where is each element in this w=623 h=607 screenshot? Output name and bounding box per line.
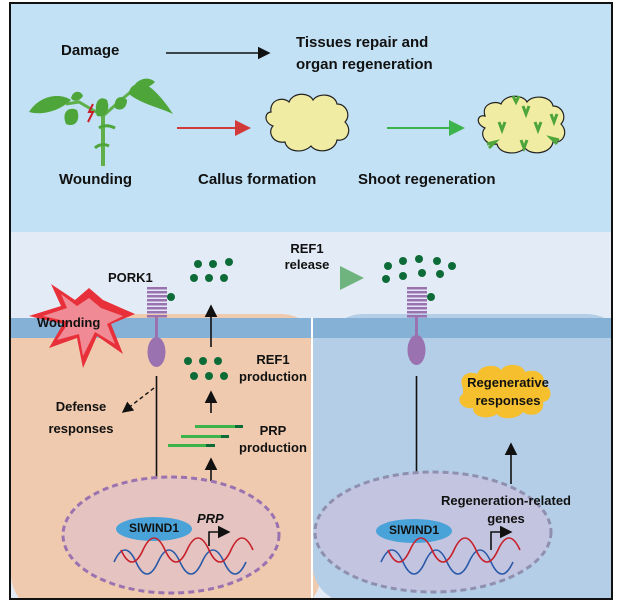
diagram-canvas (11, 4, 611, 598)
prp-gene-label: PRP (197, 511, 224, 526)
ref1-peptides-released (382, 255, 456, 283)
outcome-label-line2: organ regeneration (296, 56, 433, 73)
slwind1-label-right: SlWIND1 (388, 523, 439, 537)
wounding-burst-inner (43, 294, 123, 356)
damage-label: Damage (61, 42, 120, 59)
defense-label-line1: Defense (55, 399, 107, 414)
prp-production-label-line2: production (239, 440, 307, 455)
slwind1-protein-left (116, 517, 192, 541)
transcription-start-arrow-left (208, 525, 231, 546)
outcome-label-line1: Tissues repair and (296, 34, 429, 51)
ref1-production-label-line2: production (239, 369, 307, 384)
slwind1-label-left: SlWIND1 (128, 521, 179, 535)
cell-wall-gap (311, 318, 313, 598)
stage-label-shoot: Shoot regeneration (358, 171, 496, 188)
ref1-release-label-line2: release (284, 257, 330, 272)
callus-icon (265, 93, 350, 152)
cell-membrane-right (313, 318, 611, 338)
tomato-plant-icon (29, 78, 173, 166)
transcription-start-arrow-right (490, 525, 513, 550)
regen-genes-label-line1: Regeneration-related (440, 493, 572, 508)
diagram-frame: Damage Tissues repair and organ regenera… (9, 2, 613, 600)
right-cell-inner-top (313, 338, 611, 398)
ref1-peptides-intracellular (184, 357, 228, 380)
slwind1-protein-right (376, 519, 452, 543)
wounding-burst-label: Wounding (37, 315, 101, 330)
regen-responses-label-line1: Regenerative (467, 375, 549, 390)
wound-bolt-icon (87, 103, 95, 123)
pork1-label: PORK1 (108, 270, 153, 285)
regen-responses-label-line2: responses (475, 393, 541, 408)
defense-label-line2: responses (48, 421, 114, 436)
ref1-peptides-extracellular (190, 258, 233, 282)
ref1-production-label-line1: REF1 (256, 352, 290, 367)
pork1-receptor-right (407, 287, 435, 365)
regenerative-responses-cloud (459, 364, 551, 419)
dna-helix-right (380, 537, 521, 575)
stage-label-callus: Callus formation (198, 171, 317, 188)
bound-peptide (167, 293, 175, 301)
prp-transcripts-icon (168, 425, 243, 447)
ref1-release-label-line1: REF1 (290, 241, 324, 256)
pork1-receptor-left (147, 287, 175, 367)
dna-helix-left (113, 537, 254, 575)
prp-production-label-line1: PRP (259, 423, 287, 438)
regen-genes-label-line2: genes (487, 511, 525, 526)
stage-label-wounding: Wounding (59, 171, 133, 188)
shoot-regeneration-callus-icon (477, 95, 566, 154)
